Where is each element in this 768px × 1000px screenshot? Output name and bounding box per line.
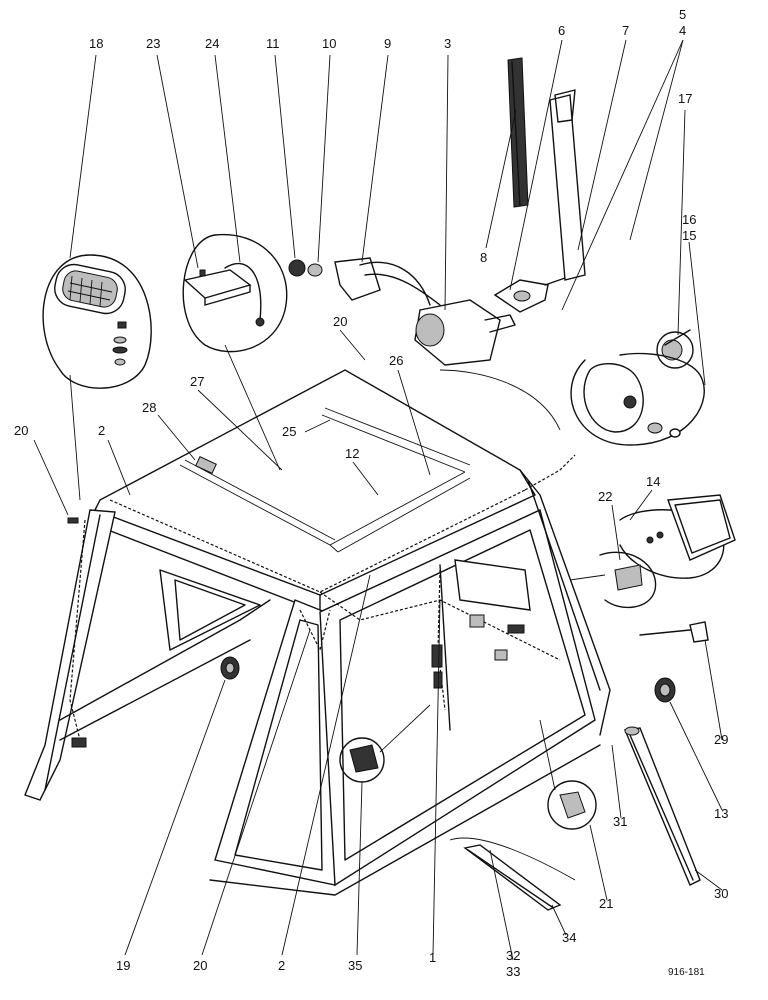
callout-2-bottom: 2	[278, 958, 285, 973]
rear-lamp-detail	[42, 254, 152, 501]
callout-30: 30	[714, 886, 728, 901]
callout-4: 4	[679, 23, 686, 38]
callout-14: 14	[646, 474, 660, 489]
callout-20-left: 20	[14, 423, 28, 438]
callout-1: 1	[429, 950, 436, 965]
detail-balloon-3	[570, 352, 705, 446]
side-marker-lamp	[67, 517, 87, 748]
callout-20-top: 20	[333, 314, 347, 329]
callout-19: 19	[116, 958, 130, 973]
callout-23: 23	[146, 36, 160, 51]
mirror-detail	[619, 494, 736, 579]
detail-balloon-6	[547, 780, 597, 830]
detail-balloon-4	[619, 509, 725, 579]
detail-balloon-5	[599, 551, 657, 609]
rear-lamp	[54, 263, 126, 315]
sill-strip	[449, 837, 576, 911]
callout-6: 6	[558, 23, 565, 38]
roof-label-plate	[195, 456, 217, 474]
wiper-arm-assembly	[493, 57, 586, 313]
right-rear-pillar	[519, 469, 611, 736]
callout-34: 34	[562, 930, 576, 945]
work-lamp-housing	[583, 363, 644, 433]
stay-rod	[624, 726, 701, 886]
wiper-switch	[334, 257, 381, 301]
callout-2-left: 2	[98, 423, 105, 438]
callout-32: 32	[506, 948, 520, 963]
callout-27: 27	[190, 374, 204, 389]
callout-22: 22	[598, 489, 612, 504]
grommet-13	[654, 677, 676, 703]
callout-20-bottom: 20	[193, 958, 207, 973]
callout-16: 16	[682, 212, 696, 227]
callout-5: 5	[679, 7, 686, 22]
callout-8: 8	[480, 250, 487, 265]
light-module	[183, 269, 252, 306]
callout-17: 17	[678, 91, 692, 106]
clip-detail	[539, 719, 597, 830]
callout-labels: 18 23 24 11 10 9 3 6 7 5 4 17 16 15 8 20…	[14, 7, 728, 979]
relay-board	[454, 559, 531, 661]
callout-21: 21	[599, 896, 613, 911]
wiper-motor-assembly	[288, 257, 561, 431]
wiper-arm	[549, 94, 586, 281]
callout-3: 3	[444, 36, 451, 51]
callout-15: 15	[682, 228, 696, 243]
callout-10: 10	[322, 36, 336, 51]
left-front-pillar	[24, 509, 116, 801]
grommet-19	[220, 656, 240, 680]
cab-light-detail	[182, 233, 288, 471]
callout-24: 24	[205, 36, 219, 51]
callout-12: 12	[345, 446, 359, 461]
beacon-detail	[570, 329, 705, 446]
callout-11: 11	[266, 36, 280, 51]
callout-25: 25	[282, 424, 296, 439]
callout-7: 7	[622, 23, 629, 38]
callout-28: 28	[142, 400, 156, 415]
figure-code: 916-181	[668, 967, 705, 978]
detail-balloon-2	[182, 233, 288, 353]
callout-29: 29	[714, 732, 728, 747]
roof-trim-strip-rear	[321, 407, 471, 473]
callout-13: 13	[714, 806, 728, 821]
detail-balloon	[42, 254, 152, 389]
callout-35: 35	[348, 958, 362, 973]
bracket-detail-22	[569, 551, 657, 609]
callout-18: 18	[89, 36, 103, 51]
leader-lines	[33, 39, 723, 961]
mirror	[667, 494, 736, 561]
callout-33: 33	[506, 964, 520, 979]
callout-31: 31	[613, 814, 627, 829]
callout-26: 26	[389, 353, 403, 368]
terminal-29	[639, 621, 709, 643]
callout-9: 9	[384, 36, 391, 51]
harness-connector	[431, 644, 443, 668]
